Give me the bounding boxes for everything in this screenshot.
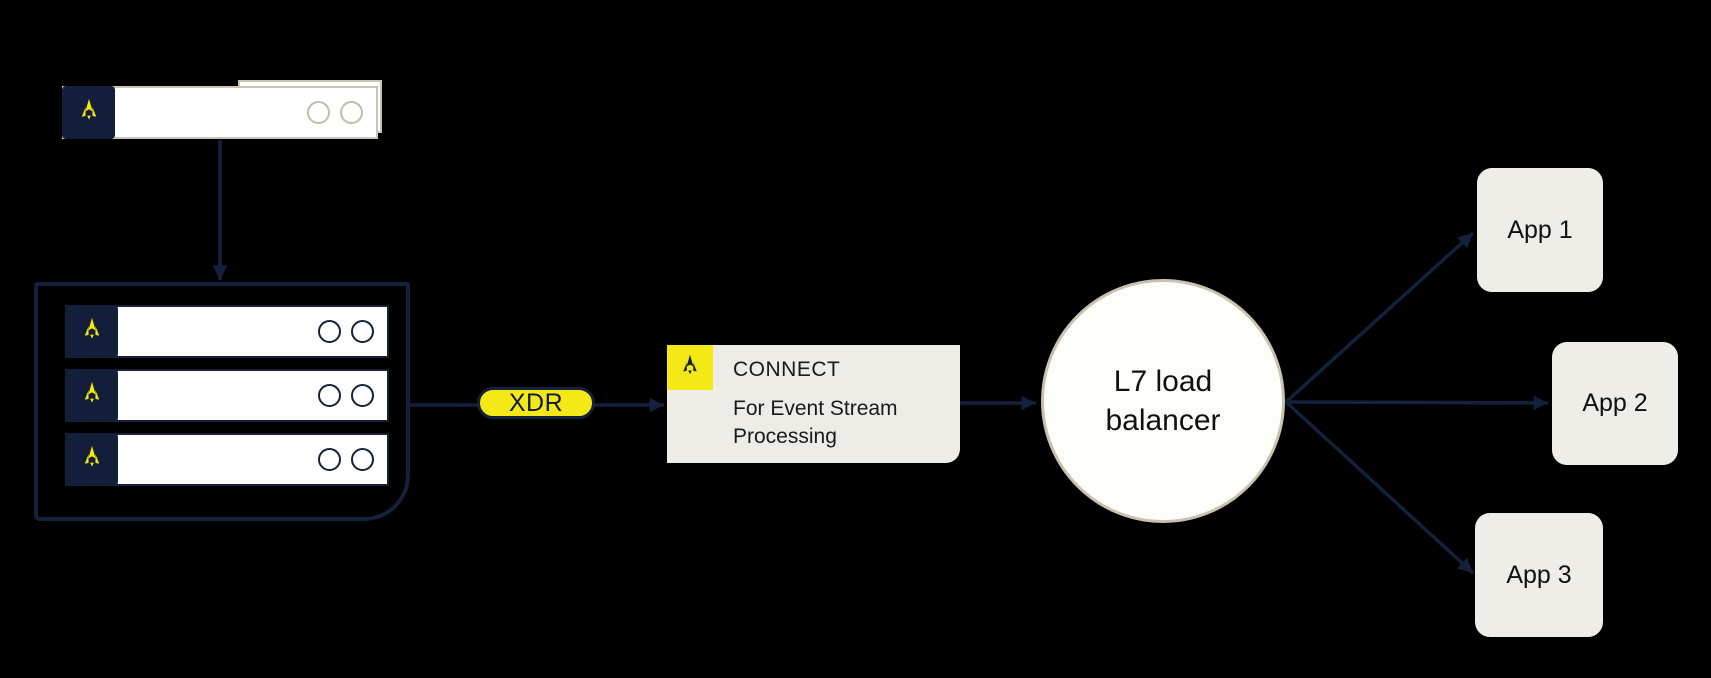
rocket-icon (65, 305, 118, 358)
xdr-label-pill: XDR (477, 387, 595, 419)
cluster-server-3 (65, 433, 389, 486)
server-body (65, 433, 389, 486)
arrow-lb-to-app2 (1285, 395, 1549, 411)
app-node-3: App 3 (1475, 513, 1603, 637)
load-balancer-node: L7 load balancer (1041, 279, 1285, 523)
cluster-server-1 (65, 305, 389, 358)
status-light-icon (318, 320, 341, 343)
status-light-icon (351, 448, 374, 471)
status-light-icon (307, 101, 330, 124)
app-node-1: App 1 (1477, 168, 1603, 292)
load-balancer-label: L7 load balancer (1105, 365, 1221, 437)
connect-title: CONNECT (733, 358, 841, 381)
app-2-label: App 2 (1582, 389, 1648, 417)
connect-node: CONNECT For Event Stream Processing (667, 345, 960, 463)
status-light-icon (340, 101, 363, 124)
cluster-server-2 (65, 369, 389, 422)
rocket-icon (65, 369, 118, 422)
arrow-lb-to-app3 (1284, 400, 1475, 575)
server-cluster-node (34, 282, 410, 521)
status-light-icon (351, 384, 374, 407)
status-light-icon (351, 320, 374, 343)
rocket-icon (62, 86, 115, 139)
standalone-server-node (62, 80, 382, 139)
app-node-2: App 2 (1552, 342, 1678, 465)
connect-subtitle: For Event Stream Processing (733, 397, 898, 448)
arrow-lb-to-app1 (1284, 231, 1475, 404)
status-light-icon (318, 448, 341, 471)
status-light-icon (318, 384, 341, 407)
server-body (65, 305, 389, 358)
app-1-label: App 1 (1507, 215, 1573, 244)
app-3-label: App 3 (1506, 560, 1572, 589)
rocket-icon (65, 433, 118, 486)
server-body (65, 369, 389, 422)
rocket-icon (667, 345, 713, 390)
